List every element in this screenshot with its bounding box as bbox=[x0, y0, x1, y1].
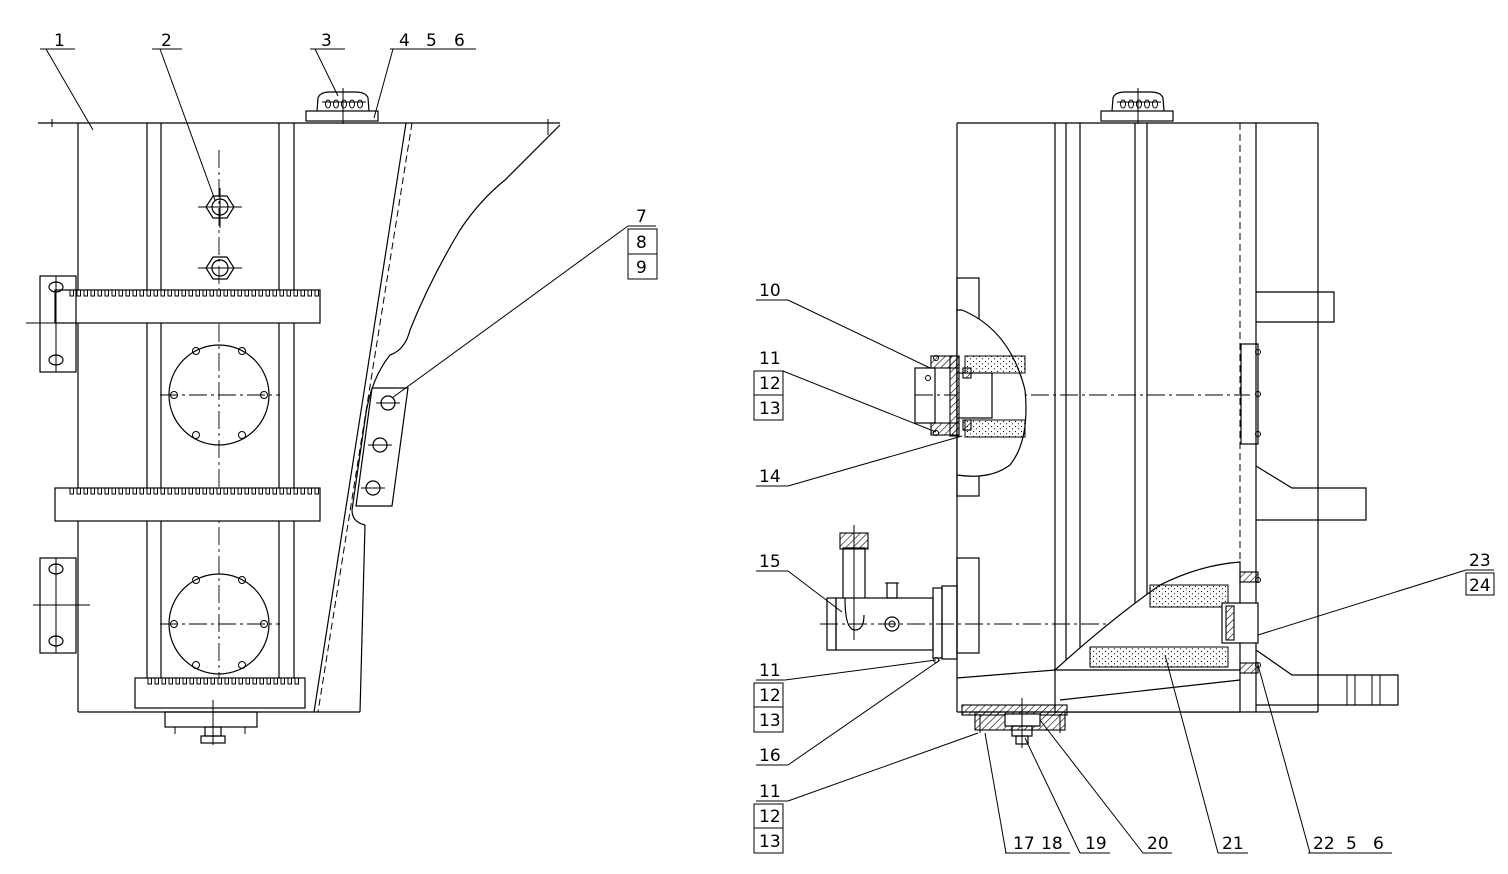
label-20: 20 bbox=[1147, 834, 1169, 854]
label-13-upper: 13 bbox=[759, 399, 781, 419]
cover-lower bbox=[160, 573, 280, 675]
rack-teeth-upper bbox=[69, 290, 319, 297]
vent-cap-right bbox=[1100, 88, 1174, 124]
label-22: 22 bbox=[1313, 834, 1335, 854]
label-17: 17 bbox=[1013, 834, 1035, 854]
part-labels-left: 1 2 3 4 5 6 7 8 9 bbox=[54, 31, 647, 278]
drain-left bbox=[164, 700, 258, 745]
cover-upper bbox=[160, 344, 280, 446]
label-4: 4 bbox=[399, 31, 410, 51]
label-6: 6 bbox=[454, 31, 465, 51]
label-13-lower: 13 bbox=[759, 832, 781, 852]
rack-teeth-middle bbox=[69, 488, 319, 495]
label-18: 18 bbox=[1041, 834, 1063, 854]
label-5: 5 bbox=[426, 31, 437, 51]
rack-teeth-lower bbox=[147, 678, 299, 685]
label-1: 1 bbox=[54, 31, 65, 51]
label-8: 8 bbox=[636, 233, 647, 253]
label-23: 23 bbox=[1469, 551, 1491, 571]
mounting-plate bbox=[355, 387, 409, 507]
label-3: 3 bbox=[321, 31, 332, 51]
label-15: 15 bbox=[759, 552, 781, 572]
label-19: 19 bbox=[1085, 834, 1107, 854]
label-14: 14 bbox=[759, 467, 781, 487]
label-21: 21 bbox=[1222, 834, 1244, 854]
part-labels-right: 10 11 12 13 14 15 11 12 13 16 11 12 13 1… bbox=[759, 281, 1491, 854]
right-section-view bbox=[753, 88, 1495, 854]
label-7: 7 bbox=[636, 207, 647, 227]
label-2: 2 bbox=[161, 31, 172, 51]
label-12-lower: 12 bbox=[759, 807, 781, 827]
label-12-middle: 12 bbox=[759, 686, 781, 706]
label-11-middle: 11 bbox=[759, 661, 781, 681]
label-11-upper: 11 bbox=[759, 349, 781, 369]
nut-upper bbox=[198, 188, 242, 228]
label-9: 9 bbox=[636, 258, 647, 278]
label-24: 24 bbox=[1469, 576, 1491, 596]
label-6-right: 6 bbox=[1373, 834, 1384, 854]
vent-cap-left bbox=[305, 88, 379, 124]
label-10: 10 bbox=[759, 281, 781, 301]
label-12-upper: 12 bbox=[759, 374, 781, 394]
label-5-right: 5 bbox=[1346, 834, 1357, 854]
label-16: 16 bbox=[759, 746, 781, 766]
label-11-lower: 11 bbox=[759, 782, 781, 802]
nut-lower bbox=[198, 256, 242, 280]
label-13-middle: 13 bbox=[759, 711, 781, 731]
left-front-view bbox=[26, 48, 658, 745]
